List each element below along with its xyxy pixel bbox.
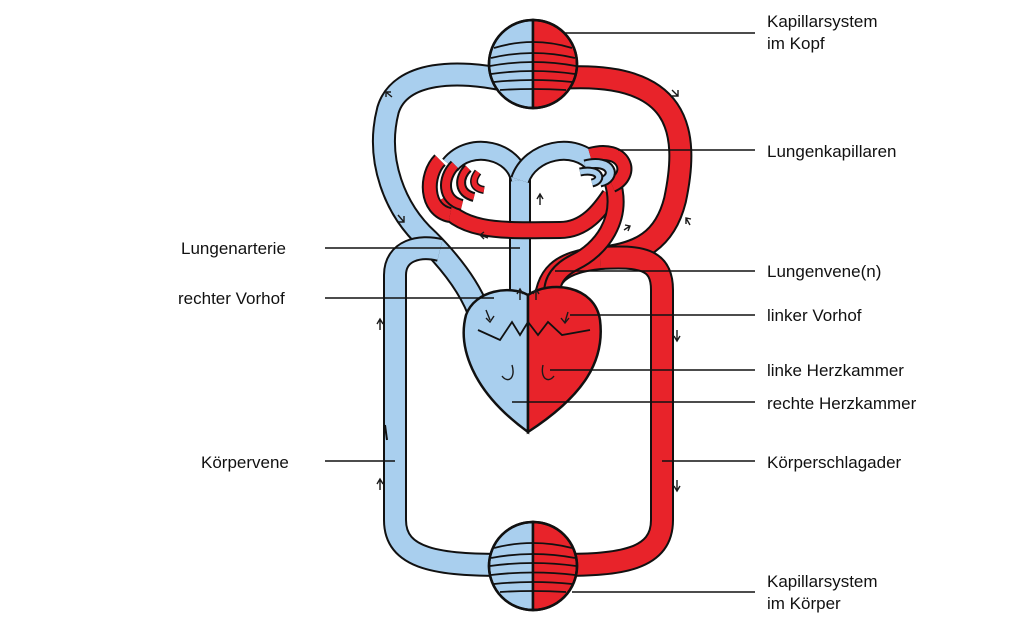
label-capillary-head-line2: im Kopf	[767, 34, 825, 53]
label-capillary-body-line1: Kapillarsystem	[767, 572, 878, 591]
label-right-atrium: rechter Vorhof	[178, 289, 285, 308]
label-left-ventricle: linke Herzkammer	[767, 361, 904, 380]
label-capillary-body-line2: im Körper	[767, 594, 841, 613]
label-body-vein: Körpervene	[201, 453, 289, 472]
label-aorta: Körperschlagader	[767, 453, 902, 472]
label-right-ventricle: rechte Herzkammer	[767, 394, 917, 413]
body-capillary-system	[489, 522, 577, 610]
heart	[464, 287, 601, 432]
head-capillary-system	[489, 20, 577, 108]
heart-left-side	[528, 287, 601, 432]
label-capillary-head-line1: Kapillarsystem	[767, 12, 878, 31]
label-pulmonary-vein: Lungenvene(n)	[767, 262, 881, 281]
label-pulmonary-artery: Lungenarterie	[181, 239, 286, 258]
heart-right-side	[464, 290, 528, 432]
label-lung-capillaries: Lungenkapillaren	[767, 142, 897, 161]
lung-capillaries-left	[430, 160, 484, 215]
label-left-atrium: linker Vorhof	[767, 306, 862, 325]
